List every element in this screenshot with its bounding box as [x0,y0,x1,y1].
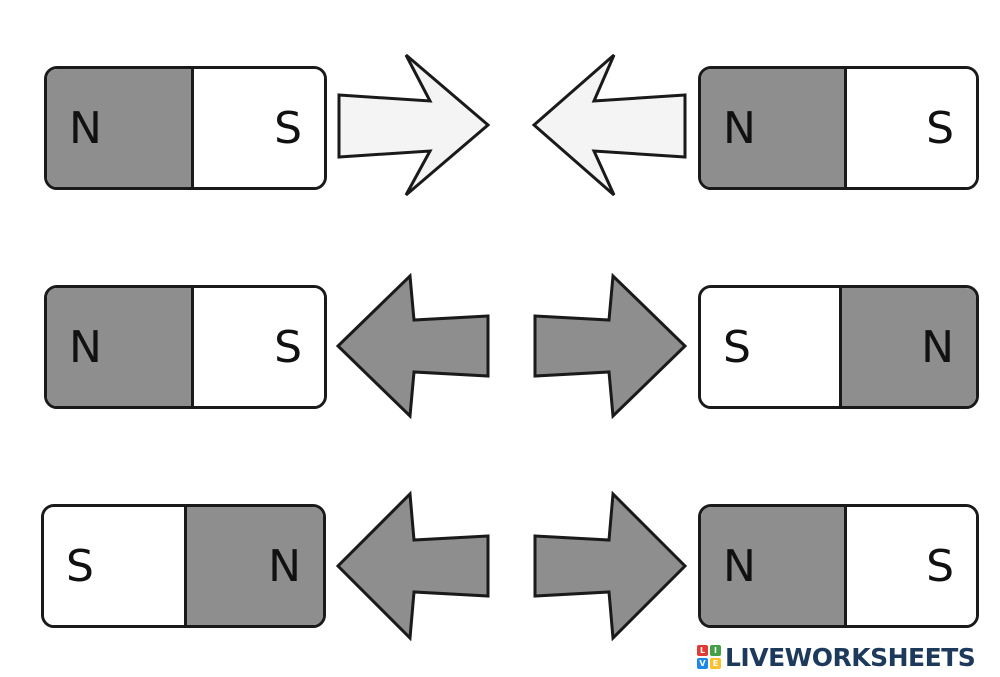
magnet-pole: N [701,507,844,625]
magnet-pole: S [191,69,324,187]
magnet-pole: N [47,69,191,187]
magnet-row3-right: N S [698,504,979,628]
logo-text: LIVEWORKSHEETS [725,642,976,672]
logo-mark-letter: V [697,658,708,669]
magnet-pole: S [44,507,184,625]
arrow-left-icon [531,53,687,197]
magnet-row3-left: S N [41,504,326,628]
magnet-pole: S [191,288,324,406]
magnet-row2-left: N S [44,285,327,409]
logo-mark-letter: I [710,645,721,656]
magnet-pole: N [184,507,323,625]
arrow-right-icon [533,490,688,642]
magnet-pole: N [47,288,191,406]
logo-mark-icon: L I V E [697,645,721,669]
magnet-pole: N [839,288,976,406]
arrow-left-icon [335,490,490,642]
logo-mark-letter: L [697,645,708,656]
magnet-pole: S [844,507,976,625]
liveworksheets-logo: L I V E LIVEWORKSHEETS [697,642,976,672]
magnet-pole: N [701,69,844,187]
magnet-row1-right: N S [698,66,979,190]
magnet-pole: S [844,69,976,187]
magnet-row2-right: S N [698,285,979,409]
logo-mark-letter: E [710,658,721,669]
arrow-left-icon [335,272,490,420]
magnet-row1-left: N S [44,66,327,190]
arrow-right-icon [533,272,688,420]
arrow-right-icon [337,53,491,197]
magnet-pole: S [701,288,839,406]
